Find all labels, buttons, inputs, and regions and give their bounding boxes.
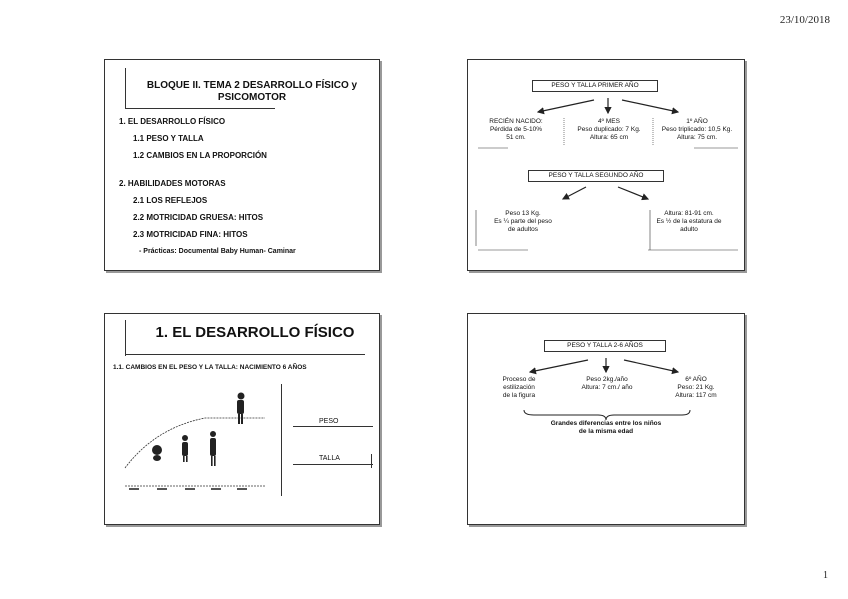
- slide-2-thumbnail[interactable]: PESO Y TALLA PRIMER AÑO RECIÉN NACIDO:Pé…: [467, 59, 745, 271]
- title-underline: [125, 108, 275, 109]
- divider: [281, 384, 282, 496]
- newborn-info: RECIÉN NACIDO:Pérdida de 5-10%51 cm.: [489, 118, 543, 141]
- outline-item: 1.2 CAMBIOS EN LA PROPORCIÓN: [133, 151, 267, 160]
- title-underline: [125, 354, 365, 355]
- outline-item: 2.2 MOTRICIDAD GRUESA: HITOS: [133, 213, 264, 222]
- outline-item: 1. EL DESARROLLO FÍSICO: [119, 117, 226, 126]
- outline-item: 2. HABILIDADES MOTORAS: [119, 179, 226, 188]
- outline-item: - Prácticas: Documental Baby Human- Cami…: [139, 248, 296, 255]
- page-number: 1: [823, 570, 828, 581]
- arrows: [475, 98, 738, 251]
- outline-item: 1.1 PESO Y TALLA: [133, 134, 204, 143]
- slide-3-title: 1. EL DESARROLLO FÍSICO: [155, 324, 355, 341]
- outline-item: 2.1 LOS REFLEJOS: [133, 196, 208, 205]
- outline-item: 2.3 MOTRICIDAD FINA: HITOS: [133, 230, 248, 239]
- title-accent-bar: [125, 320, 126, 356]
- slide-1-thumbnail[interactable]: BLOQUE II. TEMA 2 DESARROLLO FÍSICO y PS…: [104, 59, 380, 271]
- label-talla: TALLA: [319, 455, 340, 462]
- print-date: 23/10/2018: [779, 14, 830, 26]
- growth-illustration: [124, 392, 265, 490]
- talla-line: [293, 464, 373, 465]
- box-second-year: PESO Y TALLA SEGUNDO AÑO: [528, 170, 664, 182]
- arrows: [523, 358, 691, 421]
- label-peso: PESO: [319, 418, 339, 425]
- slide-1-title: BLOQUE II. TEMA 2 DESARROLLO FÍSICO y PS…: [146, 80, 358, 103]
- box-first-year: PESO Y TALLA PRIMER AÑO: [532, 80, 658, 92]
- tick: [371, 454, 372, 468]
- title-accent-bar: [125, 68, 126, 108]
- slide-3-thumbnail[interactable]: 1. EL DESARROLLO FÍSICO 1.1. CAMBIOS EN …: [104, 313, 380, 525]
- box-2-6-years: PESO Y TALLA 2-6 AÑOS: [544, 340, 666, 352]
- peso-line: [293, 426, 373, 427]
- slide-3-subtitle: 1.1. CAMBIOS EN EL PESO Y LA TALLA: NACI…: [113, 364, 307, 371]
